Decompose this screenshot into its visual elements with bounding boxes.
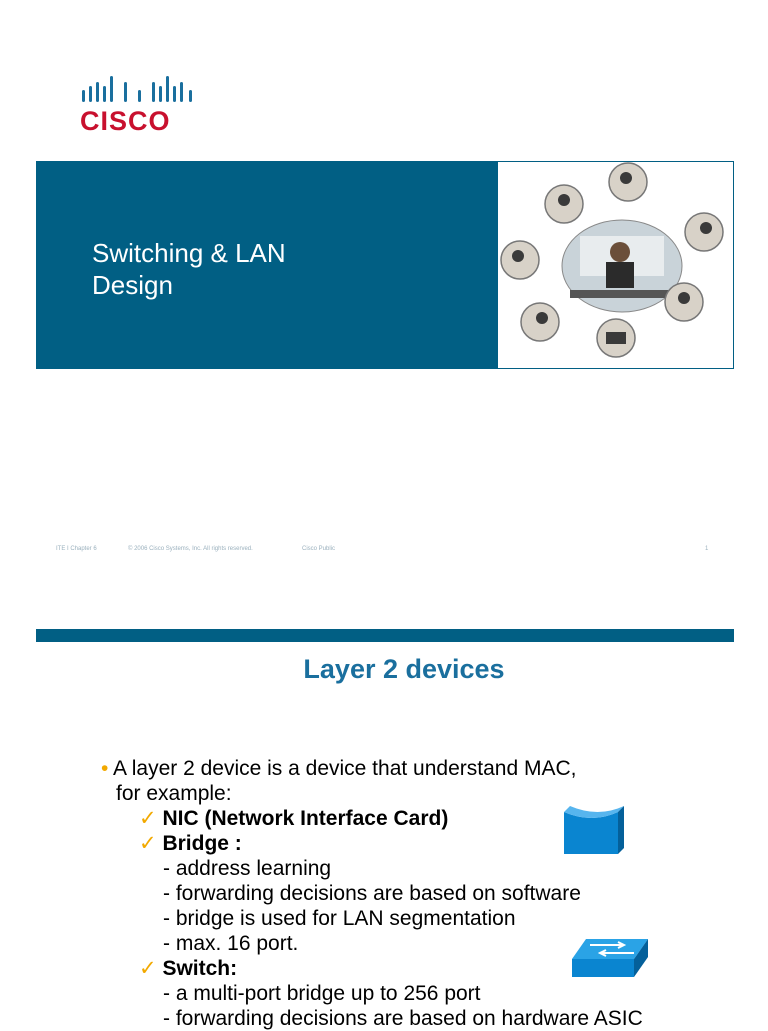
check-icon: ✓ — [139, 832, 157, 855]
list-item-bridge: ✓ Bridge : — [139, 832, 242, 855]
nic-icon — [562, 802, 628, 856]
photo-collage-graphic — [500, 162, 724, 358]
bridge-detail: - forwarding decisions are based on soft… — [163, 882, 581, 905]
bullet-marker: • — [101, 757, 109, 780]
slide-title-line-2: Design — [92, 270, 173, 300]
slide-2-title: Layer 2 devices — [303, 654, 505, 684]
check-icon: ✓ — [139, 957, 157, 980]
bridge-detail: - bridge is used for LAN segmentation — [163, 907, 516, 930]
people-photo-collage — [498, 161, 734, 369]
list-item-nic: ✓ NIC (Network Interface Card) — [139, 807, 449, 830]
slide-title-line-1: Switching & LAN — [92, 238, 286, 268]
switch-icon — [570, 935, 650, 981]
logo-wordmark: CISCO — [80, 106, 171, 136]
title-banner: Switching & LAN Design — [36, 161, 498, 369]
cisco-bridge-logo-icon — [82, 76, 192, 102]
intro-line-2: for example: — [116, 782, 232, 805]
slide-header-bar — [36, 629, 734, 642]
switch-detail: - forwarding decisions are based on hard… — [163, 1007, 643, 1030]
bridge-detail: - max. 16 port. — [163, 932, 299, 955]
cisco-logo: CISCO — [80, 76, 195, 136]
switch-detail: - a multi-port bridge up to 256 port — [163, 982, 481, 1005]
footer-copyright: © 2006 Cisco Systems, Inc. All rights re… — [128, 546, 253, 552]
intro-line-1: • A layer 2 device is a device that unde… — [101, 757, 577, 780]
footer-course: ITE I Chapter 6 — [56, 546, 97, 552]
check-icon: ✓ — [139, 807, 157, 830]
list-item-switch: ✓ Switch: — [139, 957, 238, 980]
footer-classification: Cisco Public — [302, 546, 336, 552]
slide-title: Switching & LAN Design — [92, 237, 392, 301]
footer-page-number: 1 — [705, 546, 709, 552]
bridge-detail: - address learning — [163, 857, 332, 880]
